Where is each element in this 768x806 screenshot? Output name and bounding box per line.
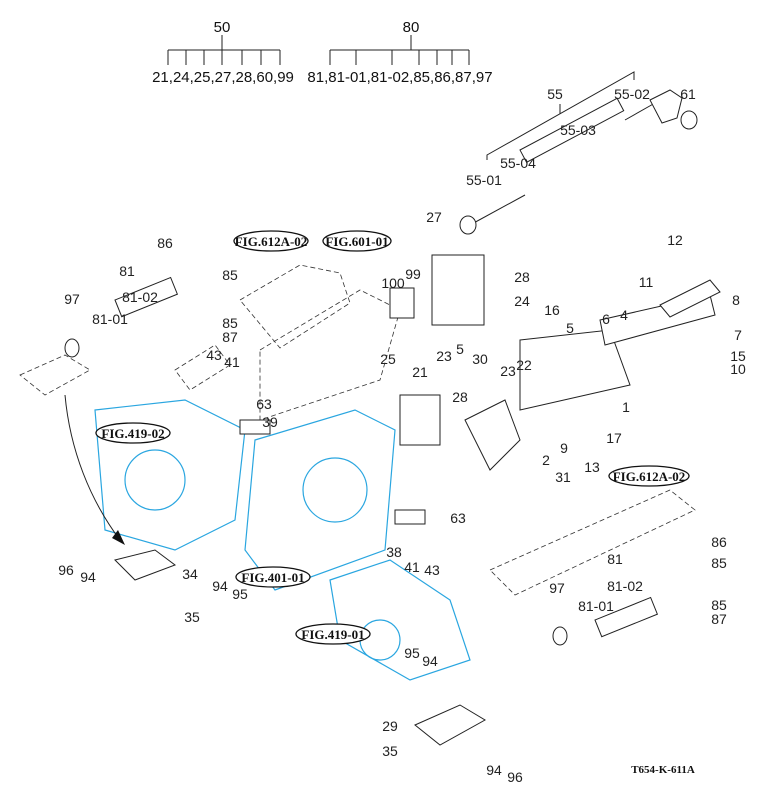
callout: 29 <box>382 718 398 734</box>
callout: 41 <box>224 354 240 370</box>
callout: 94 <box>422 653 438 669</box>
callout: 63 <box>256 396 272 412</box>
callout: 15 <box>730 348 746 364</box>
callout: 34 <box>182 566 198 582</box>
callout: 95 <box>232 586 248 602</box>
fig-ref[interactable]: FIG.601-01 <box>325 234 388 249</box>
callout: 94 <box>486 762 502 778</box>
callout: 43 <box>206 347 222 363</box>
callout: 41 <box>404 559 420 575</box>
callout: 23 <box>500 363 516 379</box>
callout: 86 <box>157 235 173 251</box>
callout: 25 <box>380 351 396 367</box>
callout: 81-01 <box>578 598 614 614</box>
fig-ref[interactable]: FIG.612A-02 <box>235 234 308 249</box>
callout: 81 <box>119 263 135 279</box>
callout: 81 <box>607 551 623 567</box>
callout: 55 <box>547 86 563 102</box>
callout: 85 <box>222 267 238 283</box>
callout: 27 <box>426 209 442 225</box>
callout: 55-02 <box>614 86 650 102</box>
drawing-code: T654-K-611A <box>631 764 695 776</box>
callout: 43 <box>424 562 440 578</box>
callout: 13 <box>584 459 600 475</box>
arrow-head-icon <box>112 530 125 545</box>
callout: 63 <box>450 510 466 526</box>
callout: 97 <box>549 580 565 596</box>
top-link-bracket <box>486 71 635 160</box>
callout: 9 <box>560 440 568 456</box>
callout: 28 <box>452 389 468 405</box>
callout: 87 <box>711 611 727 627</box>
callout: 99 <box>405 266 421 282</box>
reference-dashed-parts <box>19 264 696 596</box>
callout: 96 <box>507 769 523 785</box>
callout: 30 <box>472 351 488 367</box>
callout: 1 <box>622 399 630 415</box>
callout: 12 <box>667 232 683 248</box>
fig-ref[interactable]: FIG.419-01 <box>301 627 364 642</box>
callout: 5 <box>456 341 464 357</box>
transmission-housings <box>94 399 471 681</box>
callout: 94 <box>212 578 228 594</box>
group-number: 80 <box>403 19 420 36</box>
fig-ref[interactable]: FIG.401-01 <box>241 570 304 585</box>
callout: 28 <box>514 269 530 285</box>
callout: 8 <box>732 292 740 308</box>
callout: 55-04 <box>500 155 536 171</box>
callout: 95 <box>404 645 420 661</box>
group-bracket-50: 50 21,24,25,27,28,60,99 <box>152 19 294 86</box>
callout: 24 <box>514 293 530 309</box>
group-members: 81,81-01,81-02,85,86,87,97 <box>307 69 492 86</box>
callout: 94 <box>80 569 96 585</box>
callouts: 55 55-02 61 55-03 55-04 55-01 27 12 86 8… <box>58 86 746 785</box>
callout: 11 <box>639 274 654 290</box>
callout: 38 <box>386 544 402 560</box>
callout: 86 <box>711 534 727 550</box>
callout: 100 <box>381 275 405 291</box>
callout: 81-02 <box>607 578 643 594</box>
callout: 2 <box>542 452 550 468</box>
callout: 17 <box>606 430 622 446</box>
group-number: 50 <box>214 19 231 36</box>
relocation-arrow <box>64 394 121 541</box>
callout: 5 <box>566 320 574 336</box>
callout: 7 <box>734 327 742 343</box>
callout: 85 <box>711 597 727 613</box>
callout: 85 <box>222 315 238 331</box>
callout: 16 <box>544 302 560 318</box>
parts <box>64 254 721 746</box>
callout: 39 <box>262 414 278 430</box>
figure-refs: FIG.612A-02 FIG.601-01 FIG.419-02 FIG.40… <box>95 230 690 645</box>
callout: 55-01 <box>466 172 502 188</box>
callout: 22 <box>516 357 532 373</box>
fig-ref[interactable]: FIG.419-02 <box>101 426 164 441</box>
callout: 35 <box>382 743 398 759</box>
callout: 85 <box>711 555 727 571</box>
callout: 35 <box>184 609 200 625</box>
callout: 21 <box>412 364 428 380</box>
callout: 31 <box>555 469 571 485</box>
callout: 97 <box>64 291 80 307</box>
group-bracket-80: 80 81,81-01,81-02,85,86,87,97 <box>307 19 492 86</box>
callout: 10 <box>730 361 746 377</box>
callout: 55-03 <box>560 122 596 138</box>
callout: 61 <box>680 86 696 102</box>
callout: 4 <box>620 307 628 323</box>
callout: 96 <box>58 562 74 578</box>
callout: 87 <box>222 329 238 345</box>
group-members: 21,24,25,27,28,60,99 <box>152 69 294 86</box>
top-link <box>459 89 698 235</box>
fig-ref[interactable]: FIG.612A-02 <box>613 469 686 484</box>
callout: 6 <box>602 311 610 327</box>
callout: 81-01 <box>92 311 128 327</box>
callout: 81-02 <box>122 289 158 305</box>
callout: 23 <box>436 348 452 364</box>
